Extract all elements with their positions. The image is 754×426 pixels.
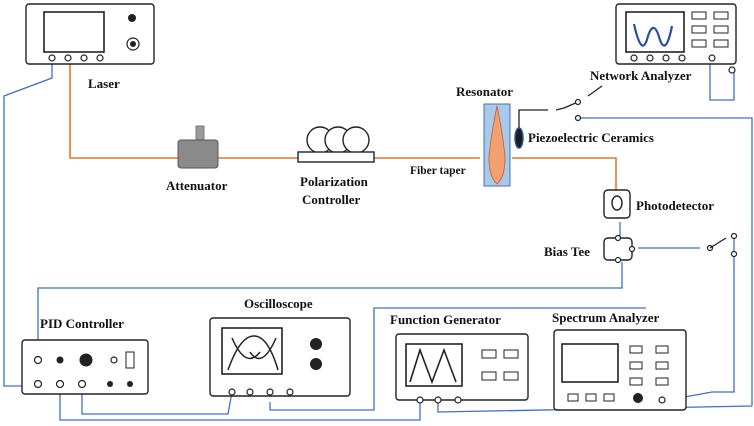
pid-controller: PID Controller <box>21 316 149 395</box>
wave-trace-icon <box>632 23 674 47</box>
network-analyzer-label: Network Analyzer <box>590 68 692 83</box>
piezo-label: Piezoelectric Ceramics <box>528 130 654 145</box>
oscilloscope: Oscilloscope <box>209 296 351 397</box>
polarization-label-line2: Controller <box>302 192 360 207</box>
laser: Laser <box>25 3 155 91</box>
crossing-curves-trace-icon <box>227 335 279 371</box>
electrical-cables <box>3 64 753 421</box>
bias-tee: Bias Tee <box>544 234 636 264</box>
photodetector-label: Photodetector <box>636 198 714 213</box>
photodetector: Photodetector <box>603 189 714 219</box>
resonator: Resonator Piezoelectric Ceramics Fiber t… <box>410 84 654 187</box>
switches <box>555 85 738 258</box>
network-analyzer: Network Analyzer <box>590 3 737 83</box>
function-generator: Function Generator <box>390 312 529 404</box>
attenuator: Attenuator <box>166 125 228 193</box>
polarization-controller: Polarization Controller <box>297 126 375 207</box>
oscilloscope-label: Oscilloscope <box>244 296 313 311</box>
resonator-label: Resonator <box>456 84 513 99</box>
triangle-wave-trace-icon <box>409 347 457 385</box>
function-generator-label: Function Generator <box>390 312 501 327</box>
fiber-taper-label: Fiber taper <box>410 165 466 177</box>
spectrum-analyzer: Spectrum Analyzer <box>552 310 687 411</box>
optical-fiber-path <box>69 64 617 190</box>
attenuator-label: Attenuator <box>166 178 228 193</box>
spectrum-analyzer-label: Spectrum Analyzer <box>552 310 659 325</box>
polarization-label-line1: Polarization <box>300 174 369 189</box>
bias-tee-label: Bias Tee <box>544 244 590 259</box>
pid-controller-label: PID Controller <box>40 316 124 331</box>
laser-label: Laser <box>88 76 120 91</box>
